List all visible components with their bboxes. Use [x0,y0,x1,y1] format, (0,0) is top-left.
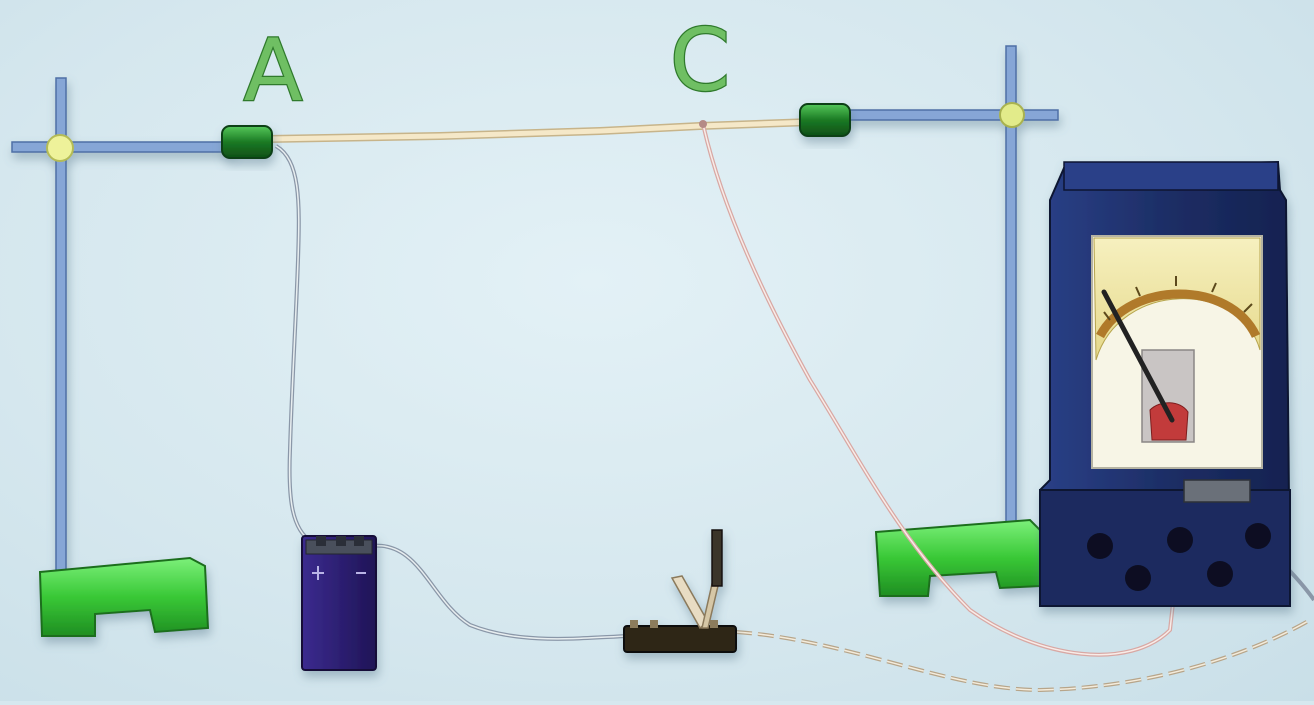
switch-handle[interactable] [711,529,723,587]
jockey-contact-c [699,120,707,128]
battery-body [301,535,377,671]
wire-battery-to-switch [369,543,629,641]
meter-needle [1101,289,1175,423]
wire-switch-to-meter [735,618,1311,693]
switch-post-3 [710,620,718,628]
switch-blade [670,575,709,630]
meter-pivot-red [1149,402,1189,441]
stand-right [799,45,1059,597]
meter-socket-3 [1167,527,1193,553]
meter-socket-5 [1245,523,1271,549]
battery-terminal-1 [316,536,326,546]
wire-switch-to-meter-highlight [735,619,1311,691]
wire-battery-to-switch-highlight [369,544,629,640]
clamp-a [221,125,273,159]
switch-post-2 [650,620,658,628]
battery-plus-icon [312,566,324,580]
resistance-wire-core [265,119,815,142]
left-crossbar [11,141,233,153]
battery-terminal-3 [354,536,364,546]
left-stand-base [38,556,210,637]
wire-a-to-battery-highlight [275,145,313,543]
left-joint-knob [46,134,74,162]
meter-top-rim [1063,161,1279,191]
galvanometer [1039,160,1292,608]
label-c: C [670,11,730,111]
battery [301,535,377,671]
meter-socket-1 [1087,533,1113,559]
clamp-right [799,103,851,137]
meter-socket-4 [1207,561,1233,587]
stand-left [11,77,233,637]
right-joint-knob [999,102,1025,128]
meter-scale-face [1093,237,1261,361]
meter-scale-ticks [1103,276,1253,321]
battery-terminal-2 [336,536,346,546]
resistance-wire [264,118,816,143]
knife-switch [623,529,737,653]
meter-terminal-panel [1039,489,1291,607]
right-stand-base [874,518,1041,597]
switch-post-1 [630,620,638,628]
meter-socket-2 [1125,565,1151,591]
switch-base [623,625,737,653]
meter-terminal-bar [1183,479,1251,503]
wire-c-to-meter-highlight [702,123,1181,656]
label-a: A [244,21,303,121]
meter-scale-arc [1096,289,1261,339]
